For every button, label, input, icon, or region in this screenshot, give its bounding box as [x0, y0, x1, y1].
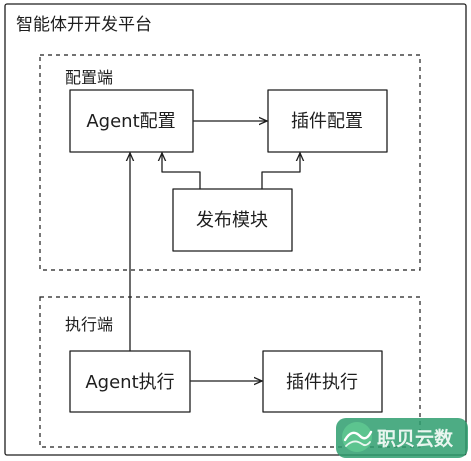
node-publish-module-label: 发布模块: [196, 210, 268, 231]
node-publish-module: 发布模块: [172, 188, 293, 252]
edge-publish-to-plugin-config: [261, 152, 300, 190]
node-plugin-exec: 插件执行: [262, 350, 383, 413]
watermark: 职贝云数: [336, 418, 468, 458]
node-agent-exec: Agent执行: [69, 350, 191, 413]
outer-frame: [4, 3, 467, 456]
exec-group-label: 执行端: [65, 315, 113, 334]
node-plugin-exec-label: 插件执行: [286, 372, 358, 393]
node-agent-config: Agent配置: [69, 89, 194, 153]
edge-publish-to-agent-config: [162, 152, 201, 190]
config-group-label: 配置端: [65, 68, 113, 87]
node-agent-config-label: Agent配置: [86, 111, 175, 132]
watermark-text: 职贝云数: [377, 427, 454, 450]
config-group-frame: [39, 54, 421, 271]
node-plugin-config-label: 插件配置: [291, 111, 363, 132]
node-agent-exec-label: Agent执行: [85, 372, 174, 393]
watermark-logo-icon: [342, 422, 373, 452]
exec-group-frame: [39, 296, 421, 448]
diagram-title: 智能体开开发平台: [16, 15, 152, 35]
node-plugin-config: 插件配置: [267, 89, 388, 153]
